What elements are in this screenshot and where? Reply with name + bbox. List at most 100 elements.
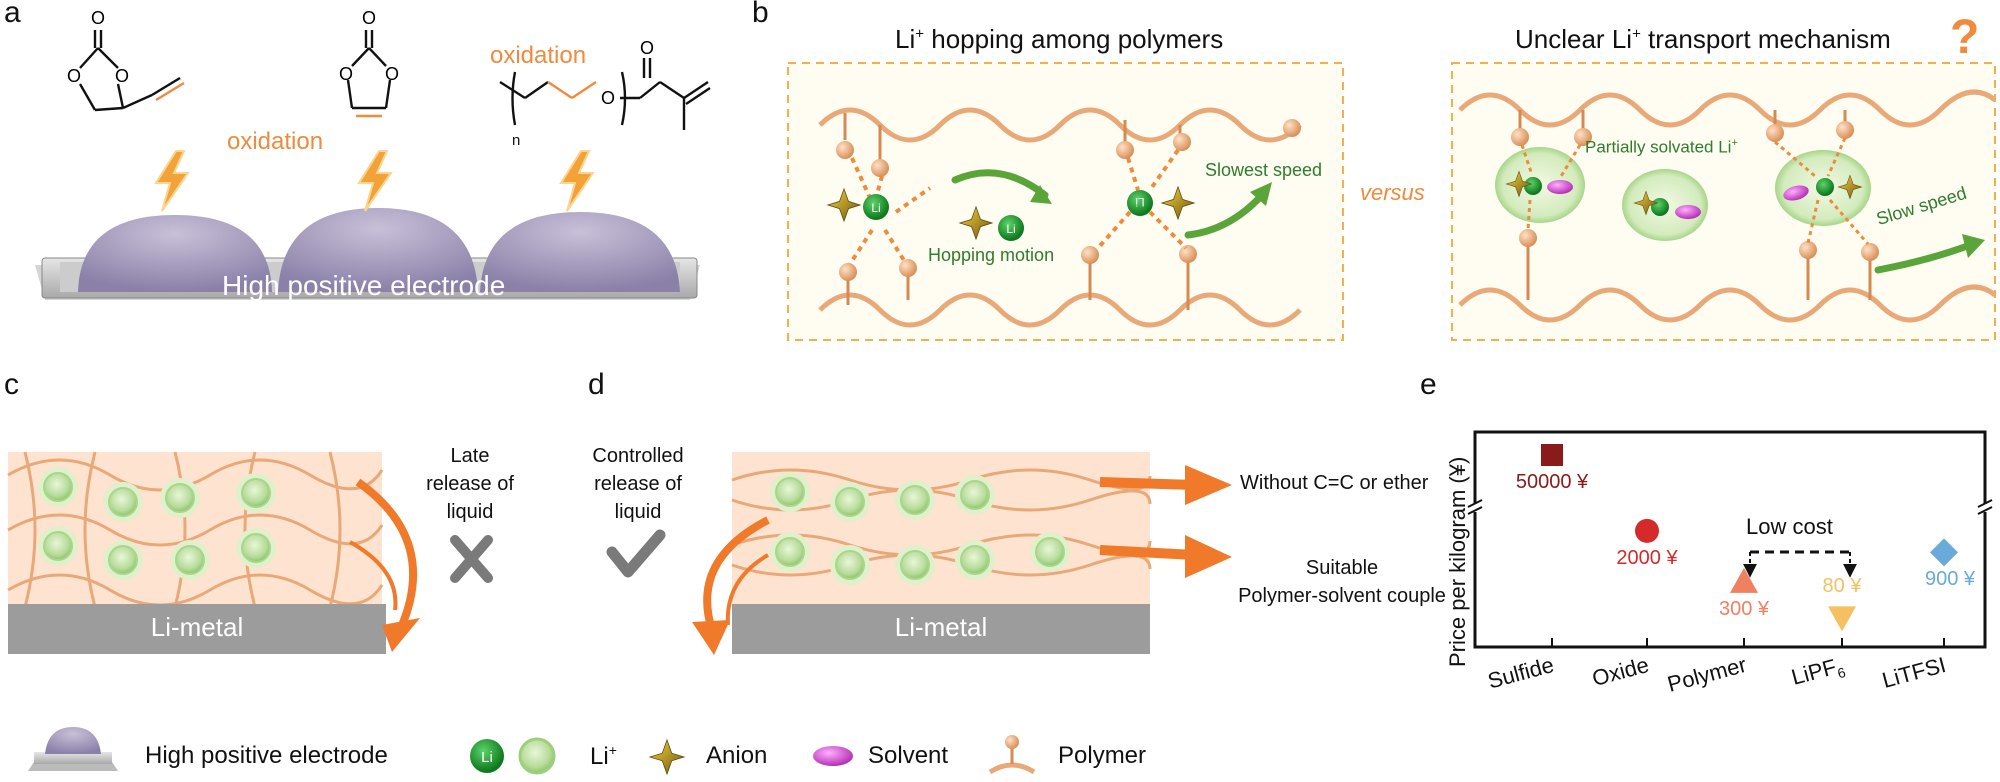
lightning-bolt-icon: [559, 149, 595, 213]
polymer-chain: [818, 292, 1302, 328]
legend-label-solvent: Solvent: [868, 742, 949, 769]
molecule-vinyl-ethylene-carbonate: [78, 30, 185, 112]
legend-label-li: Li+: [590, 742, 617, 770]
svg-text:Li: Li: [1135, 195, 1144, 209]
data-label-polymer: 300 ¥: [1718, 597, 1770, 620]
polymer-chain: [1458, 284, 1997, 323]
question-mark-icon: ?: [1950, 11, 1980, 64]
svg-text:O: O: [339, 64, 353, 84]
outcome-arrow-1: [1099, 477, 1196, 490]
li-cell-icon: [900, 485, 930, 515]
li-cell-icon: [775, 477, 805, 507]
li-cell-icon: [835, 487, 865, 517]
lightning-bolt-icon: [357, 149, 393, 213]
hopping-motion-label: Hopping motion: [928, 245, 1055, 265]
panel-letter-b: b: [752, 0, 769, 29]
li-cell-icon: [43, 531, 73, 561]
svg-text:Li: Li: [1006, 222, 1015, 236]
electrode-dome-2: [278, 208, 478, 292]
solvent-icon: [1547, 180, 1573, 194]
release-arrow: [355, 478, 418, 632]
data-point-litfsi: [1930, 538, 1958, 567]
molecule-vinylene-carbonate: [346, 30, 392, 118]
electrode-dome-3: [480, 212, 680, 292]
li-cell-icon: [960, 480, 990, 510]
cross-icon: [450, 535, 493, 583]
data-label-sulfide: 50000 ¥: [1515, 471, 1589, 493]
electrode-dome-1: [78, 215, 272, 292]
hopping-arrow: [951, 169, 1049, 199]
lightning-bolt-icon: [154, 149, 190, 213]
panel-a: O O O O O O O O: [35, 8, 711, 300]
release-arrow: [703, 516, 770, 632]
li-ion-icon: [1816, 178, 1834, 196]
legend-label-electrode: High positive electrode: [145, 742, 388, 769]
repeat-unit-n: n: [512, 132, 521, 149]
panel-letter-e: e: [1420, 368, 1437, 401]
li-cell-icon: [900, 550, 930, 580]
svg-text:O: O: [67, 66, 81, 86]
versus-label: versus: [1360, 180, 1425, 205]
svg-text:O: O: [640, 38, 654, 58]
panel-e-chart: [1467, 430, 1993, 649]
panel-b: Li Li Li: [787, 62, 1997, 341]
electrode-label: High positive electrode: [222, 270, 506, 301]
li-cell-icon: [165, 483, 195, 513]
svg-text:O: O: [385, 64, 399, 84]
li-cell-icon: [43, 472, 73, 502]
low-cost-label: Low cost: [1746, 514, 1833, 539]
svg-text:O: O: [115, 66, 129, 86]
oxidation-label: oxidation: [227, 128, 324, 155]
li-metal-label: Li-metal: [894, 612, 988, 642]
svg-text:Li: Li: [481, 749, 493, 766]
data-label-litfsi: 900 ¥: [1924, 568, 1976, 591]
li-ion-icon: [998, 215, 1024, 241]
solvent-icon: [1675, 205, 1701, 219]
data-point-polymer: [1730, 567, 1758, 593]
legend: Li: [28, 727, 1036, 775]
check-icon: [606, 529, 666, 578]
panel-b-left-title: Li+ hopping among polymers: [895, 24, 1224, 54]
li-cell-icon: [775, 537, 805, 567]
li-ion-icon: [1651, 198, 1669, 216]
li-cell-icon: [1035, 537, 1065, 567]
li-metal-substrate: [8, 604, 386, 654]
legend-li-icon: [470, 739, 504, 773]
legend-label-anion: Anion: [706, 742, 768, 769]
panel-letter-d: d: [588, 368, 605, 401]
li-cell-icon: [241, 533, 271, 563]
data-label-oxide: 2000 ¥: [1616, 546, 1678, 569]
svg-text:O: O: [601, 88, 615, 108]
data-point-oxide: [1635, 518, 1659, 543]
li-cell-icon: [108, 487, 138, 517]
li-cell-icon: [960, 545, 990, 575]
data-point-lipf: [1828, 606, 1856, 632]
data-label-lipf: 80 ¥: [1822, 575, 1862, 598]
panel-letter-a: a: [4, 0, 21, 29]
legend-polymer-icon: [988, 735, 1036, 775]
li-ion-icon: [1524, 177, 1542, 195]
legend-electrode-icon: [45, 727, 101, 754]
outcome-label-1: Without C=C or ether: [1240, 472, 1429, 494]
legend-solvent-icon: [813, 746, 853, 766]
outcome-arrow-2: [1099, 545, 1196, 560]
svg-text:Li: Li: [871, 201, 880, 215]
li-cell-icon: [241, 478, 271, 508]
legend-label-polymer: Polymer: [1058, 742, 1147, 769]
category-ticks: [1551, 638, 1945, 647]
li-cell-icon: [108, 545, 138, 575]
svg-text:O: O: [91, 8, 105, 28]
solvent-icon: [1783, 185, 1809, 201]
polymer-chain: [818, 107, 1302, 143]
panel-b-right-title: Unclear Li+ transport mechanism: [1515, 24, 1891, 54]
panel-letter-c: c: [4, 368, 19, 401]
y-axis-break: [1467, 499, 1993, 515]
chart-points: [1541, 444, 1958, 632]
legend-anion-icon: [649, 739, 685, 775]
legend-li-cell-icon: [518, 737, 556, 775]
y-axis-label: Price per kilogram (¥): [1445, 456, 1470, 667]
oxidation-label: oxidation: [490, 42, 587, 69]
